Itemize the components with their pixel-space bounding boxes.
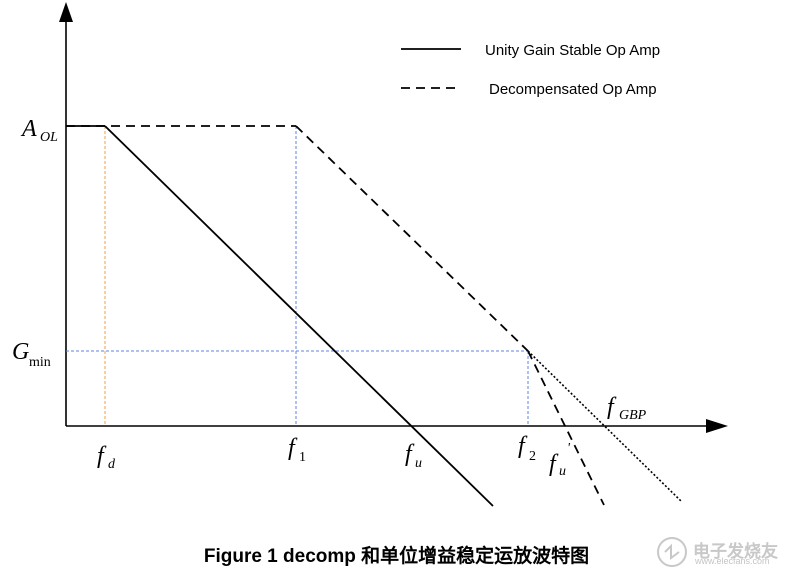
figure-caption: Figure 1 decomp 和单位增益稳定运放波特图 xyxy=(203,546,590,567)
label-fgbp-sub: GBP xyxy=(619,408,647,423)
legend-dashed-label: Decompensated Op Amp xyxy=(489,81,657,98)
label-f1: f xyxy=(288,435,298,461)
label-f2-sub: 2 xyxy=(529,449,536,464)
dashed-curve-rolloff xyxy=(295,125,529,352)
label-fu-prime: f xyxy=(549,451,559,477)
dashed-curve-second-pole xyxy=(527,350,605,506)
label-aol: A xyxy=(20,116,37,142)
legend-solid-label: Unity Gain Stable Op Amp xyxy=(485,42,660,59)
watermark: 电子发烧友 www.elecfans.com xyxy=(655,535,785,569)
watermark-brand: 电子发烧友 xyxy=(693,542,778,561)
solid-curve-rolloff xyxy=(104,125,494,507)
label-gmin: G xyxy=(12,339,29,365)
label-f1-sub: 1 xyxy=(299,450,306,465)
label-fu-prime-mark: ' xyxy=(567,441,571,456)
label-fu: f xyxy=(405,441,415,467)
watermark-logo-icon xyxy=(657,537,687,567)
label-fd: f xyxy=(97,443,107,469)
label-aol-sub: OL xyxy=(40,130,58,145)
label-fu-prime-sub: u xyxy=(559,464,566,479)
watermark-site: www.elecfans.com xyxy=(695,556,770,566)
x-axis-arrow-icon xyxy=(706,419,728,433)
y-axis-arrow-icon xyxy=(59,2,73,22)
label-f2: f xyxy=(518,433,528,459)
label-fd-sub: d xyxy=(108,457,116,472)
label-fu-sub: u xyxy=(415,456,422,471)
label-fgbp: f xyxy=(607,394,617,420)
label-gmin-sub: min xyxy=(29,355,51,370)
